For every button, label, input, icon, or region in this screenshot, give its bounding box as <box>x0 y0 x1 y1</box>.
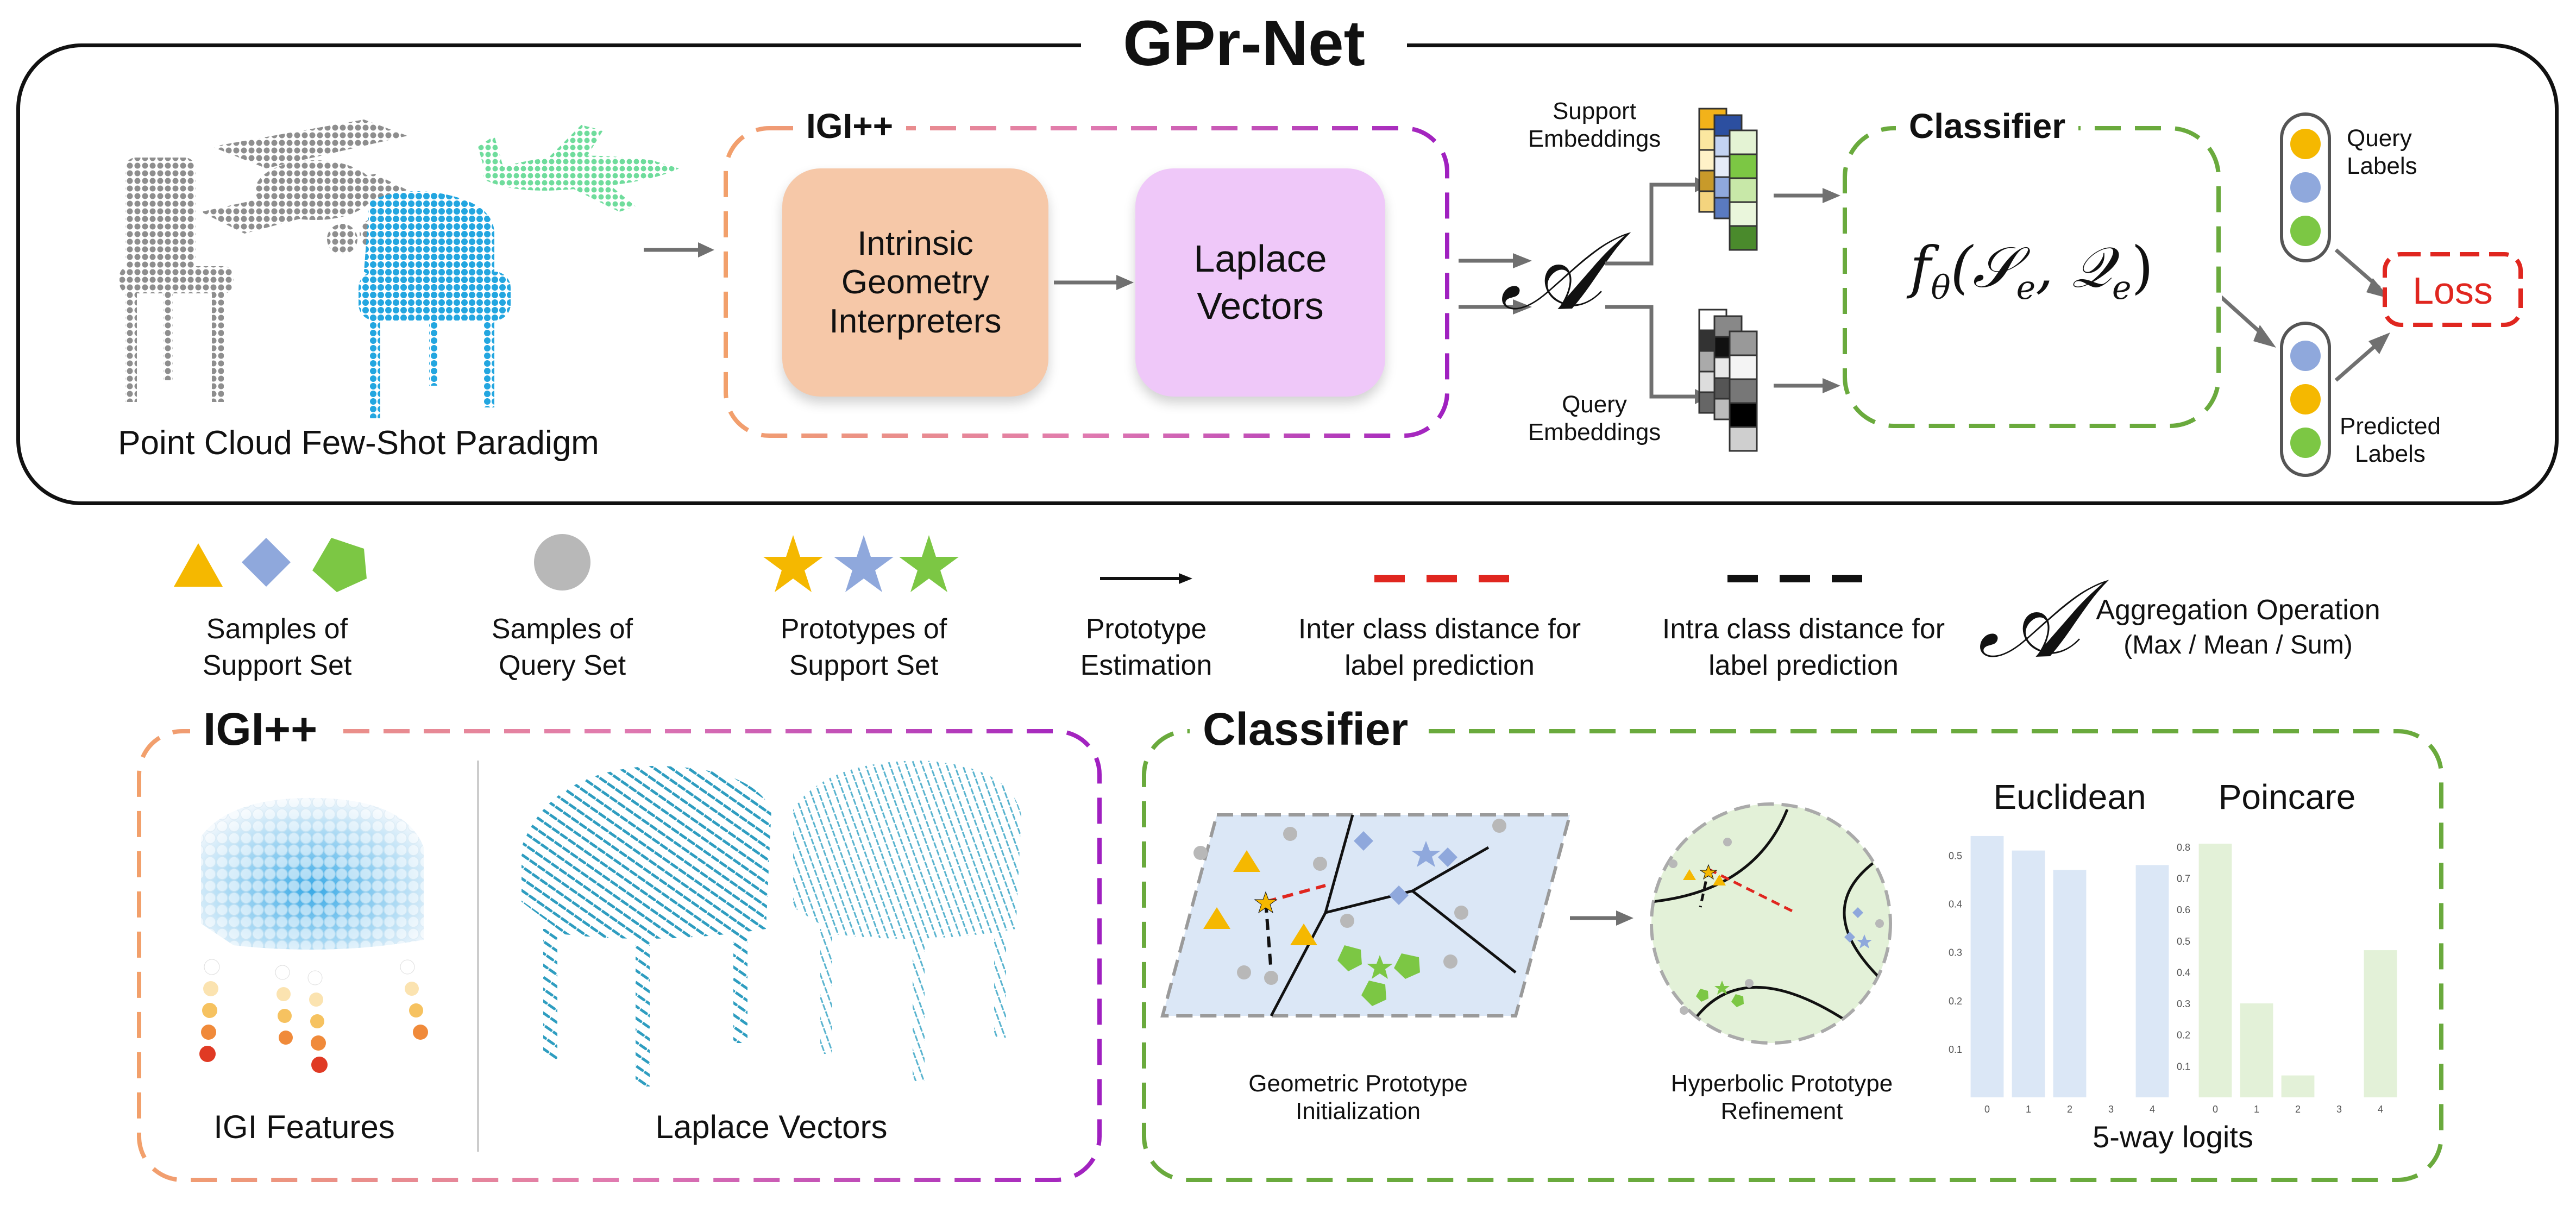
arrow-to-igi-icon <box>644 242 714 257</box>
query-label-blue <box>2290 172 2321 203</box>
x-tick-label: 0 <box>1984 1104 1990 1115</box>
legend-aggregation-symbol: 𝒜 <box>1977 556 2081 682</box>
y-tick-label: 0.4 <box>1949 899 1962 910</box>
star-yellow-icon <box>763 535 823 592</box>
triangle-icon <box>174 543 223 587</box>
classifier-formula: fθ(𝒮e, 𝒬e) <box>1909 234 2154 307</box>
x-tick-label: 2 <box>2067 1104 2072 1115</box>
legend-support-samples: Samples of Support Set <box>202 613 352 681</box>
x-tick-label: 1 <box>2026 1104 2031 1115</box>
y-tick-label: 0.3 <box>1949 947 1962 958</box>
legend-query-samples: Samples of Query Set <box>491 613 633 681</box>
query-embeddings-label: Query Embeddings <box>1528 391 1661 445</box>
x-tick-label: 4 <box>2378 1104 2383 1115</box>
loss-label: Loss <box>2412 269 2493 312</box>
geometric-prototype-diagram <box>1160 813 1572 1017</box>
paradigm-label: Point Cloud Few-Shot Paradigm <box>118 424 599 462</box>
support-embeddings-label: Support Embeddings <box>1528 98 1661 152</box>
x-tick-label: 0 <box>2213 1104 2218 1115</box>
pentagon-icon <box>312 538 367 592</box>
y-tick-label: 0.5 <box>2177 936 2190 947</box>
classifier-top-title: Classifier <box>1896 109 2079 143</box>
bar-euclidean-4 <box>2135 865 2169 1097</box>
y-tick-label: 0.5 <box>1949 851 1962 862</box>
igi-interpreters-label: Intrinsic Geometry Interpreters <box>829 225 1002 340</box>
predicted-labels-text: Predicted Labels <box>2340 413 2441 467</box>
y-tick-label: 0.7 <box>2177 873 2190 884</box>
hyperbolic-refine-label: Hyperbolic Prototype Refinement <box>1670 1070 1893 1125</box>
poincare-chart-title: Poincare <box>2218 777 2356 816</box>
y-tick-label: 0.8 <box>2177 842 2190 853</box>
arrows-to-aggregation-icon <box>1459 253 1532 315</box>
classifier-bottom-title: Classifier <box>1190 706 1422 752</box>
bar-euclidean-0 <box>1970 836 2004 1097</box>
euclidean-chart-title: Euclidean <box>1993 777 2146 816</box>
logits-label: 5-way logits <box>2093 1120 2253 1154</box>
page-title: GPr-Net <box>1081 11 1407 76</box>
x-tick-label: 3 <box>2108 1104 2114 1115</box>
point-cloud-illustration <box>120 120 679 418</box>
hyperbolic-prototype-diagram <box>1650 802 1892 1045</box>
igi-bottom-title: IGI++ <box>190 706 331 752</box>
legend-aggregation: Aggregation Operation (Max / Mean / Sum) <box>2096 594 2380 659</box>
igi-box-top <box>724 126 1449 438</box>
y-tick-label: 0.2 <box>2177 1030 2190 1041</box>
query-label-yellow <box>2290 129 2321 159</box>
x-tick-label: 1 <box>2254 1104 2259 1115</box>
igi-box-bottom <box>137 729 1102 1182</box>
bar-euclidean-1 <box>2012 850 2045 1097</box>
bar-poincare-2 <box>2281 1075 2315 1097</box>
legend-intra-class: Intra class distance for label predictio… <box>1662 613 1945 681</box>
bar-poincare-0 <box>2198 844 2232 1097</box>
x-tick-label: 3 <box>2336 1104 2342 1115</box>
y-tick-label: 0.2 <box>1949 996 1962 1007</box>
laplace-vectors-label: Laplace Vectors <box>1193 237 1327 328</box>
legend-icons <box>174 534 1869 592</box>
biplane-icon <box>201 120 407 254</box>
bar-euclidean-2 <box>2053 870 2087 1097</box>
logits-bar-charts: 0.1 0.2 0.3 0.4 0.5 0 1 2 3 4 0.1 0.2 0.3 0.4 0.5 0.6 0.… <box>1949 836 2397 1115</box>
blue-chair-icon <box>359 191 511 418</box>
igi-features-chair-icon <box>199 797 428 1073</box>
query-circle-icon <box>534 534 590 591</box>
bar-poincare-1 <box>2240 1003 2273 1097</box>
arrows-to-classifier-icon <box>1774 188 1840 393</box>
y-tick-label: 0.1 <box>1949 1044 1962 1055</box>
query-embedding-stack-icon <box>1698 309 1758 452</box>
star-green-icon <box>899 535 959 592</box>
arrow-to-hyperbolic-icon <box>1570 910 1633 926</box>
support-embedding-stack-icon <box>1698 108 1758 251</box>
gray-chair-icon <box>120 158 234 402</box>
y-tick-label: 0.3 <box>2177 998 2190 1009</box>
igi-top-title: IGI++ <box>793 109 907 143</box>
classifier-box-bottom <box>1142 729 2443 1182</box>
laplace-vectors-box: Laplace Vectors <box>1135 168 1385 397</box>
legend-prototypes: Prototypes of Support Set <box>780 613 947 681</box>
query-labels-text: Query Labels <box>2347 125 2417 179</box>
bar-poincare-4 <box>2364 950 2397 1097</box>
labels-and-loss-icon <box>2222 112 2523 477</box>
aggregation-symbol: 𝒜 <box>1499 208 1603 335</box>
star-blue-icon <box>834 535 894 592</box>
x-tick-label: 4 <box>2150 1104 2155 1115</box>
laplace-vectors-bottom-label: Laplace Vectors <box>655 1109 888 1145</box>
legend-prototype-estimation: Prototype Estimation <box>1080 613 1212 681</box>
airplane-icon <box>478 125 679 212</box>
arrow-igi-to-laplace-icon <box>1054 275 1134 290</box>
y-tick-label: 0.1 <box>2177 1061 2190 1072</box>
diamond-icon <box>242 538 291 587</box>
y-tick-label: 0.6 <box>2177 904 2190 915</box>
geometric-init-label: Geometric Prototype Initialization <box>1248 1070 1468 1125</box>
legend-inter-class: Inter class distance for label predictio… <box>1298 613 1581 681</box>
igi-interpreters-box: Intrinsic Geometry Interpreters <box>782 168 1048 397</box>
query-label-green <box>2290 216 2321 246</box>
x-tick-label: 2 <box>2295 1104 2301 1115</box>
y-tick-label: 0.4 <box>2177 967 2190 978</box>
arrow-icon <box>1179 573 1192 584</box>
laplace-vector-chairs-icon <box>522 761 1021 1086</box>
igi-features-label: IGI Features <box>213 1109 395 1145</box>
